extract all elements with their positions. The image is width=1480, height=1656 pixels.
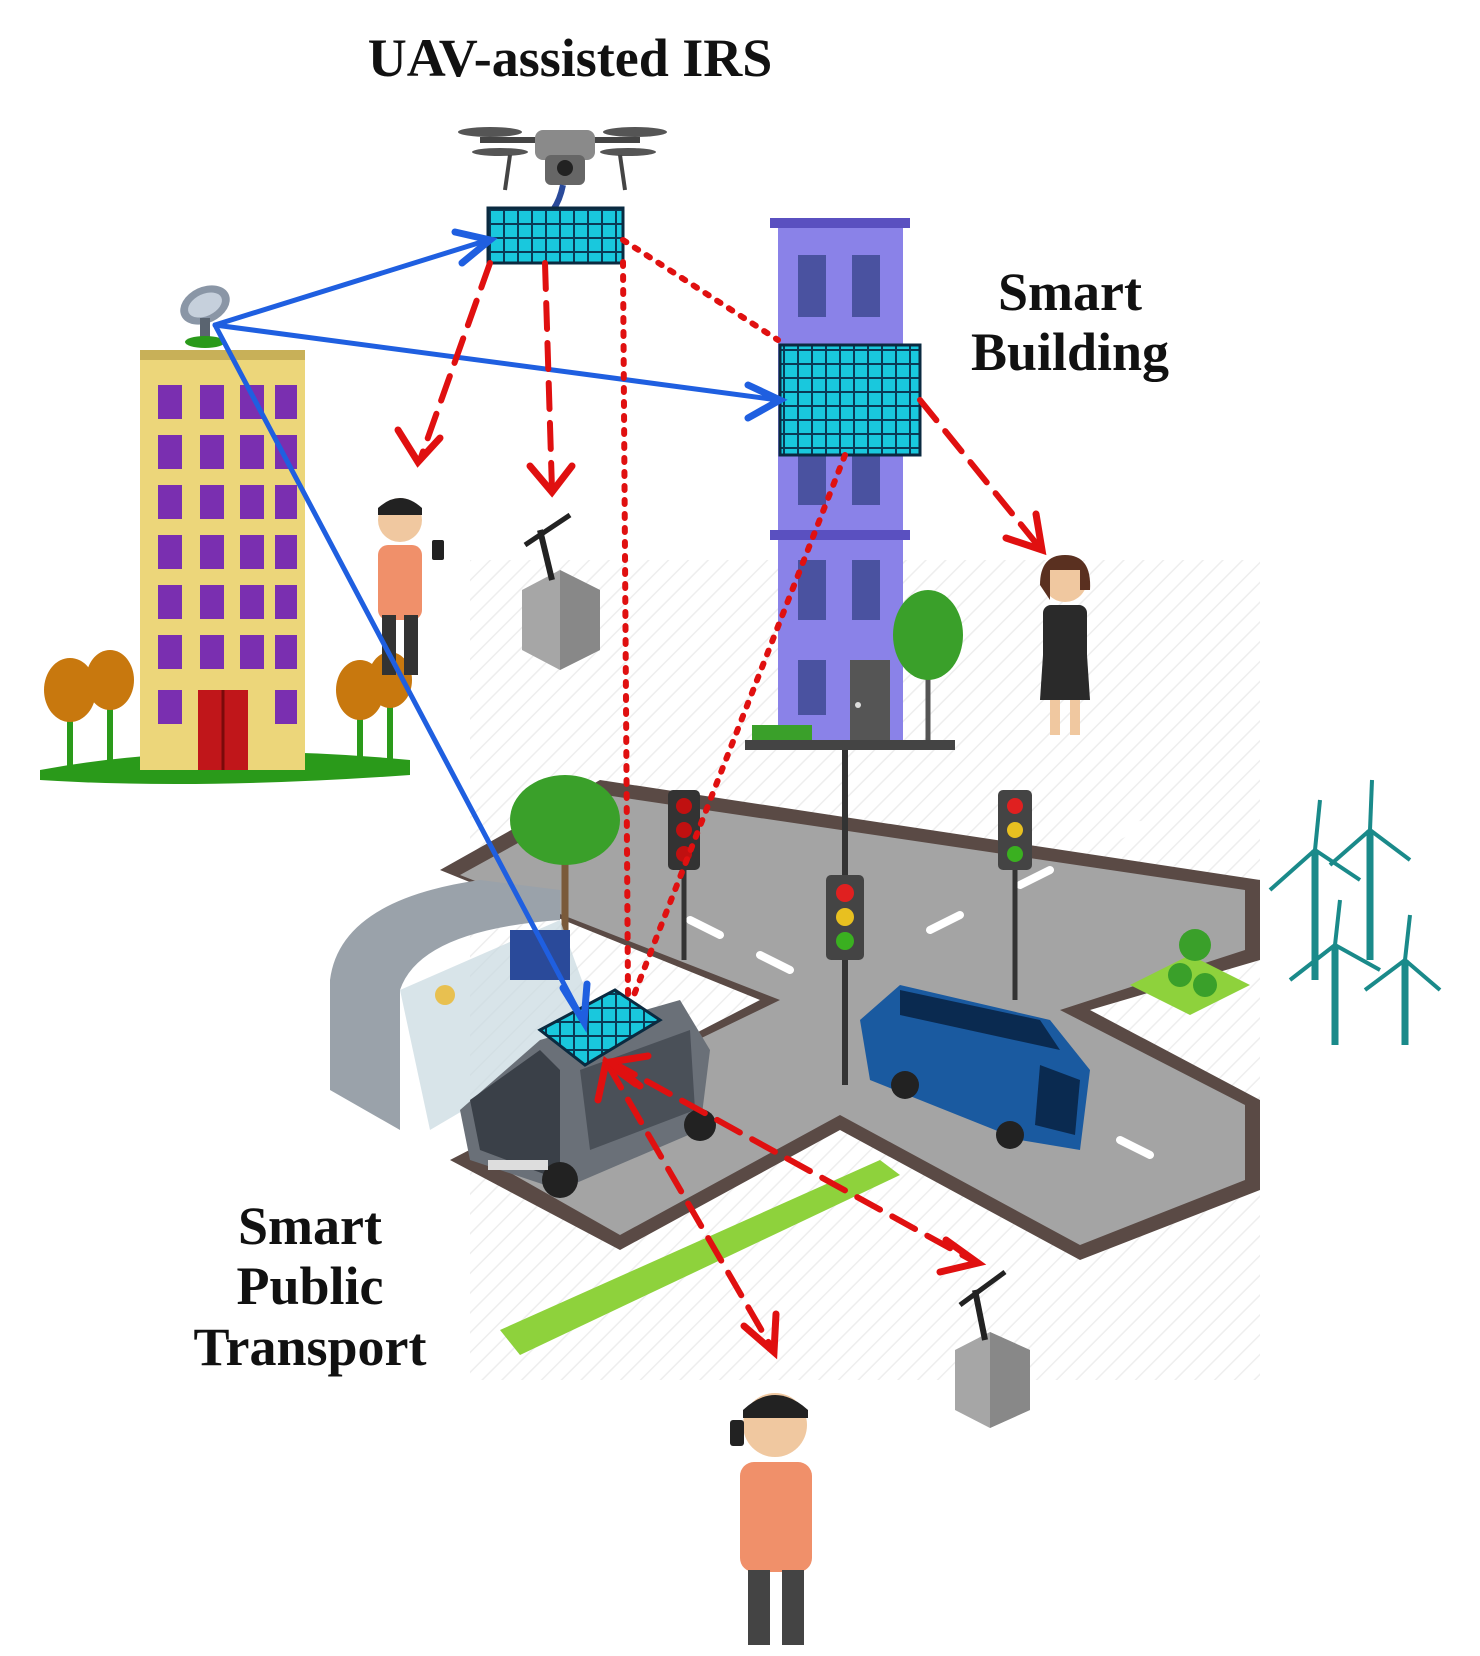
- direct-links: [212, 228, 788, 1033]
- reflected-links: [394, 237, 1047, 1360]
- green-park-strip: [500, 1160, 900, 1355]
- dashed-link-uav-to-sensor: [542, 260, 555, 493]
- dotted-link-building-to-bus: [629, 452, 848, 1003]
- uav-irs-label: UAV-assisted IRS: [367, 28, 773, 88]
- iot-sensor-icon: [522, 512, 600, 670]
- dashed-link-bus-to-man: [605, 1062, 776, 1353]
- wind-turbines: [1268, 779, 1442, 1045]
- smart-building-label-line1: Smart: [998, 262, 1142, 322]
- blue-coach: [860, 985, 1090, 1150]
- building-irs-panel: [778, 343, 922, 457]
- bus-shelter: [330, 880, 600, 1130]
- direct-link-to-bus-irs: [212, 322, 586, 1023]
- transport-label-line2: Public: [236, 1256, 384, 1317]
- orange-trees-left: [44, 650, 412, 770]
- base-station-building: [40, 350, 412, 784]
- direct-link-to-building-irs: [212, 322, 781, 403]
- smart-public-transport-label: Smart Public Transport: [150, 1196, 470, 1377]
- dashed-link-bus-to-sensor: [609, 1059, 978, 1265]
- dotted-link-uav-to-bus: [620, 259, 631, 998]
- street-tree: [510, 775, 620, 930]
- iot-sensor-icon-2: [955, 1269, 1030, 1428]
- transport-label-line3: Transport: [193, 1316, 427, 1377]
- green-tree-building: [893, 590, 963, 740]
- user-woman-phone-icon: [1040, 555, 1091, 735]
- smart-building: [745, 218, 963, 750]
- uav-irs-panel: [486, 206, 625, 265]
- direct-link-to-uav-irs: [212, 237, 491, 328]
- dashed-link-building-to-woman: [917, 397, 1043, 551]
- smart-building-label: Smart Building: [940, 262, 1200, 383]
- shrubs: [1168, 929, 1217, 997]
- user-man-waving-icon: [730, 1393, 812, 1645]
- dotted-link-uav-to-building: [620, 237, 781, 343]
- transport-label-line1: Smart: [238, 1196, 382, 1256]
- smart-building-label-line2: Building: [970, 322, 1170, 383]
- dashed-link-uav-to-man: [417, 260, 493, 463]
- green-corner-patch: [1130, 955, 1250, 1015]
- uav-drone-icon: [458, 127, 667, 212]
- satellite-dish-icon: [180, 285, 230, 348]
